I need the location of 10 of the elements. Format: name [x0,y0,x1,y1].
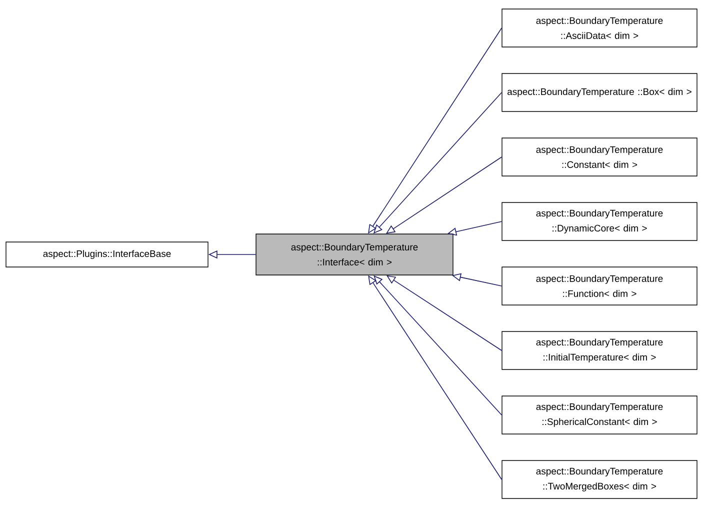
class-box: aspect::BoundaryTemperature ::SphericalConstant< dim > [502,396,698,434]
class-box: aspect::BoundaryTemperature ::Interface< dim > [256,234,454,276]
class-box: aspect::BoundaryTemperature ::TwoMergedBoxes< dim > [502,460,698,499]
class-box: aspect::BoundaryTemperature ::Function< dim > [502,266,698,306]
class-box: aspect::Plugins::InterfaceBase [6,242,208,268]
class-box: aspect::BoundaryTemperature ::InitialTemperature< dim > [502,331,698,370]
class-box: aspect::BoundaryTemperature ::DynamicCore< dim > [502,202,698,241]
class-box: aspect::BoundaryTemperature ::Constant< dim > [502,138,698,176]
class-box: aspect::BoundaryTemperature ::Box< dim > [502,73,698,112]
class-box: aspect::BoundaryTemperature ::AsciiData< dim > [502,8,698,48]
